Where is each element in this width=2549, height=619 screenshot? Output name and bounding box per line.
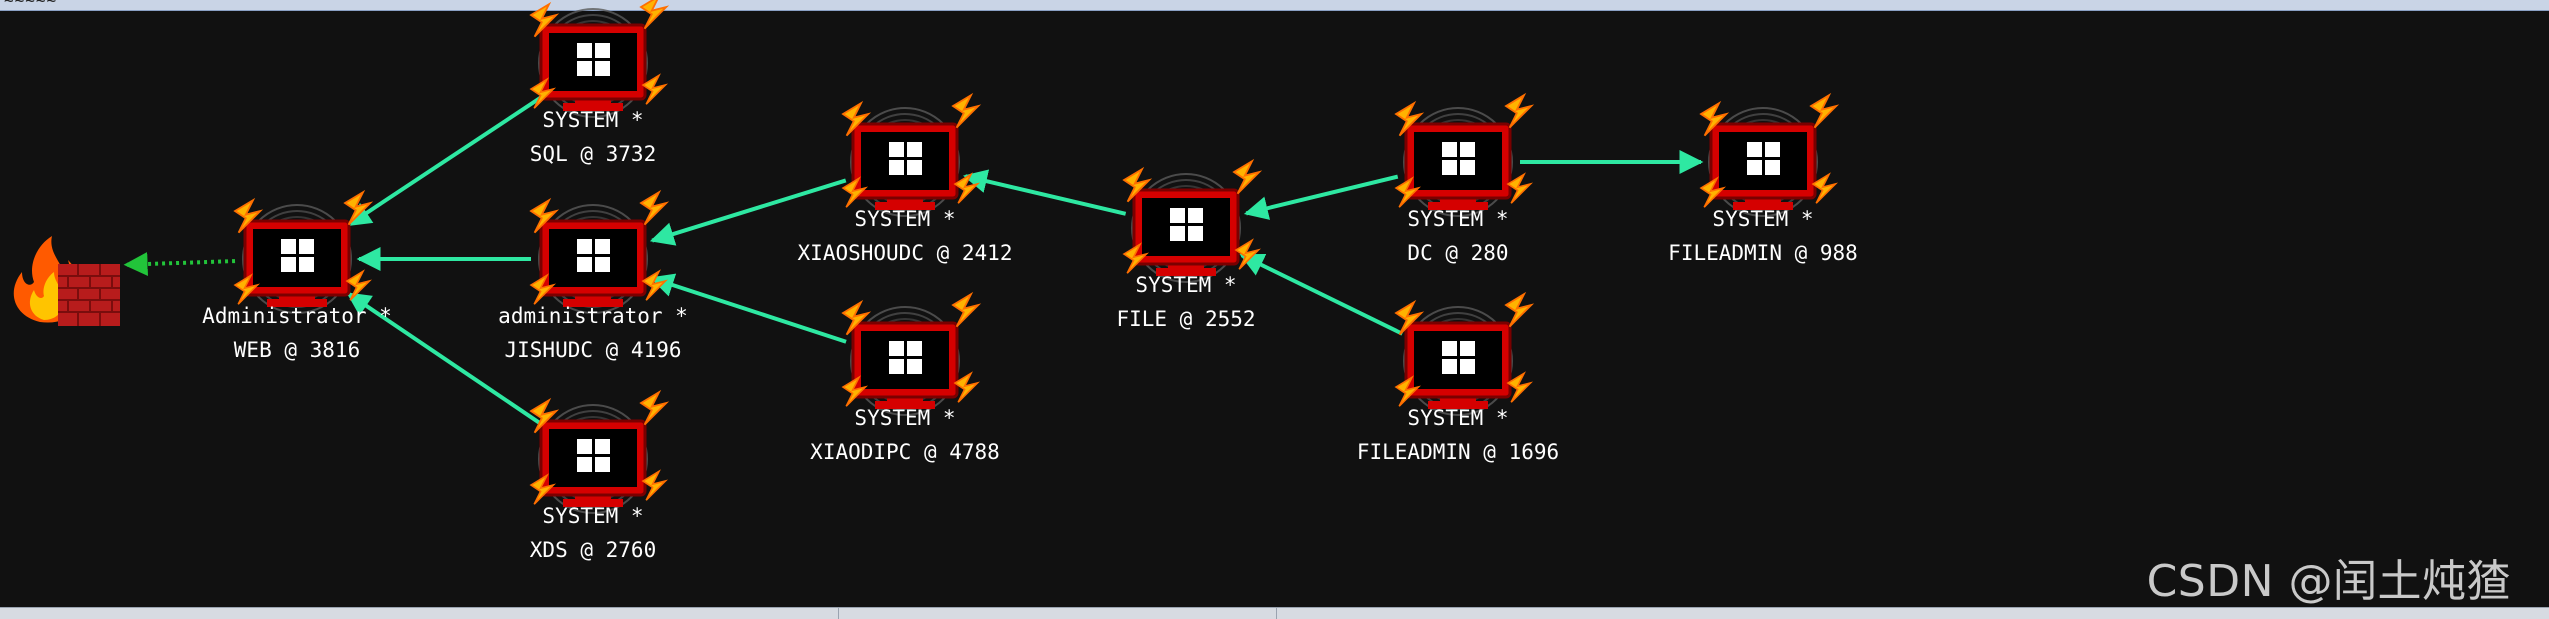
node-host-label: XDS @ 2760 [530, 538, 656, 562]
host-node-fileadmin988[interactable] [1701, 95, 1836, 216]
node-user-label: administrator * [498, 304, 688, 328]
node-user-label: SYSTEM * [854, 406, 955, 430]
node-host-label: JISHUDC @ 4196 [504, 338, 681, 362]
host-node-sql[interactable] [531, 0, 666, 117]
edge-file-to-xiaoshoudc [965, 176, 1125, 214]
node-host-label: XIAOSHOUDC @ 2412 [798, 241, 1013, 265]
node-host-label: WEB @ 3816 [234, 338, 360, 362]
node-host-label: FILE @ 2552 [1116, 307, 1255, 331]
host-node-jishudc[interactable] [531, 192, 666, 313]
edge-fileadmin1696-to-file [1242, 255, 1403, 334]
host-node-xiaoshoudc[interactable] [843, 95, 978, 216]
host-node-xiaodipc[interactable] [843, 294, 978, 415]
bottom-bar-segment [838, 608, 1277, 619]
edge-web-to-firewall [126, 261, 235, 265]
host-node-file[interactable] [1124, 161, 1259, 282]
node-user-label: Administrator * [202, 304, 392, 328]
node-host-label: FILEADMIN @ 1696 [1357, 440, 1559, 464]
window-bottom-bar [0, 607, 2549, 619]
node-user-label: SYSTEM * [1712, 207, 1813, 231]
node-host-label: SQL @ 3732 [530, 142, 656, 166]
node-host-label: DC @ 280 [1407, 241, 1508, 265]
edge-dc-to-file [1246, 177, 1397, 214]
node-host-label: FILEADMIN @ 988 [1668, 241, 1858, 265]
node-host-label: XIAODIPC @ 4788 [810, 440, 1000, 464]
node-user-label: SYSTEM * [1407, 207, 1508, 231]
edge-xiaoshoudc-to-jishudc [652, 180, 846, 240]
edge-sql-to-web [349, 97, 542, 225]
node-user-label: SYSTEM * [542, 504, 643, 528]
host-node-xds[interactable] [531, 392, 666, 513]
host-node-dc[interactable] [1396, 95, 1531, 216]
bottom-bar-segment [0, 608, 839, 619]
watermark: CSDN @闰土炖猹 [2147, 545, 2511, 609]
node-user-label: SYSTEM * [542, 108, 643, 132]
node-user-label: SYSTEM * [1407, 406, 1508, 430]
nodes-layer [235, 0, 1836, 513]
firewall-icon[interactable] [14, 236, 120, 326]
host-node-fileadmin1696[interactable] [1396, 294, 1531, 415]
node-user-label: SYSTEM * [854, 207, 955, 231]
node-user-label: SYSTEM * [1135, 273, 1236, 297]
